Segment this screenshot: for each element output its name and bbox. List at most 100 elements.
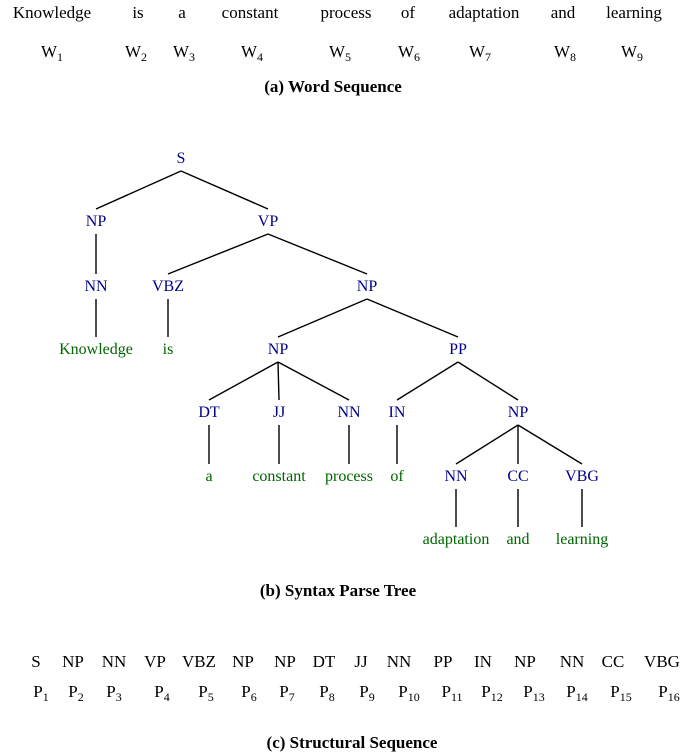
- struct-tag-12: IN: [474, 652, 492, 671]
- tree-leaf-w_adaptation: adaptation: [423, 531, 490, 548]
- position-token-row: P1 P2 P3 P4 P5 P6 P7 P8 P9 P10 P11 P12 P13 P14 P15 P16: [33, 682, 679, 704]
- tree-node-nn2: NN: [337, 404, 361, 421]
- word-row: Knowledge is a constant process of adaptation a…: [13, 3, 663, 22]
- tree-leaf-w_is: is: [163, 341, 174, 358]
- word-token-9: W9: [621, 42, 643, 64]
- tree-node-np1: NP: [86, 213, 107, 230]
- tree-node-s: S: [177, 150, 186, 167]
- tree-leaf-w_knowledge: Knowledge: [59, 341, 133, 358]
- tree-edge-NP3-JJ: [277, 361, 280, 401]
- tree-node-in: IN: [389, 404, 406, 421]
- tree-edge-NP3-NN2: [277, 361, 350, 401]
- position-token-15: P15: [610, 682, 631, 704]
- tree-node-cc: CC: [507, 468, 528, 485]
- struct-tag-16: VBG: [644, 652, 680, 671]
- struct-tag-14: NN: [560, 652, 585, 671]
- position-token-7: P7: [279, 682, 294, 704]
- tree-node-pp: PP: [449, 341, 467, 358]
- tree-edge-PP-NP4: [457, 361, 519, 401]
- tree-leaf-w_and: and: [506, 531, 529, 548]
- struct-tag-7: NP: [274, 652, 296, 671]
- word-token-7: W7: [469, 42, 491, 64]
- position-token-10: P10: [398, 682, 419, 704]
- tree-edge-S-NP1: [95, 170, 182, 210]
- position-token-3: P3: [106, 682, 121, 704]
- word-token-4: W4: [241, 42, 263, 64]
- position-token-5: P5: [198, 682, 213, 704]
- tree-edge-NP4-NN3: [455, 424, 519, 465]
- struct-tag-10: NN: [387, 652, 412, 671]
- tree-edge-NP2-NP3: [277, 298, 368, 338]
- word-8: and: [551, 3, 576, 22]
- tree-node-jj: JJ: [273, 404, 285, 421]
- struct-tag-15: CC: [602, 652, 625, 671]
- word-9: learning: [606, 3, 662, 22]
- position-token-6: P6: [241, 682, 256, 704]
- word-sequence-panel: Knowledge is a constant process of adaptation a…: [13, 3, 663, 96]
- struct-tag-11: PP: [434, 652, 453, 671]
- word-token-1: W1: [41, 42, 63, 64]
- word-1: Knowledge: [13, 3, 91, 22]
- tree-edge-VP-VBZ: [167, 233, 269, 275]
- word-3: a: [178, 3, 186, 22]
- position-token-12: P12: [481, 682, 502, 704]
- tree-leaf-w_process: process: [325, 468, 373, 485]
- struct-tag-6: NP: [232, 652, 254, 671]
- position-token-13: P13: [523, 682, 544, 704]
- tree-edge-S-VP: [180, 170, 269, 210]
- position-token-2: P2: [68, 682, 83, 704]
- parse-tree-caption: (b) Syntax Parse Tree: [260, 581, 417, 600]
- tree-edge-NP4-VBG: [517, 424, 583, 465]
- tree-node-np3: NP: [268, 341, 289, 358]
- tree-node-np4: NP: [508, 404, 529, 421]
- tree-node-nn1: NN: [84, 278, 108, 295]
- struct-tag-3: NN: [102, 652, 127, 671]
- position-token-4: P4: [154, 682, 169, 704]
- word-2: is: [132, 3, 143, 22]
- position-token-1: P1: [33, 682, 48, 704]
- tree-node-vp: VP: [258, 213, 279, 230]
- tree-node-np2: NP: [357, 278, 378, 295]
- position-token-16: P16: [658, 682, 679, 704]
- position-token-11: P11: [441, 682, 462, 704]
- word-token-row: W1 W2 W3 W4 W5 W6 W7 W8 W9: [41, 42, 643, 64]
- struct-tag-2: NP: [62, 652, 84, 671]
- tree-leaf-w_of: of: [390, 468, 404, 485]
- structural-sequence-caption: (c) Structural Sequence: [267, 733, 438, 752]
- tree-leaf-w_learning: learning: [556, 531, 608, 548]
- word-token-6: W6: [398, 42, 420, 64]
- struct-tag-9: JJ: [354, 652, 368, 671]
- tree-node-dt: DT: [198, 404, 220, 421]
- struct-tag-5: VBZ: [182, 652, 216, 671]
- struct-tag-4: VP: [144, 652, 166, 671]
- word-5: process: [321, 3, 372, 22]
- tree-leaf-w_a: a: [205, 468, 212, 485]
- tree-edges: [95, 170, 583, 527]
- tree-edge-VP-NP2: [267, 233, 368, 275]
- tree-edge-PP-IN: [396, 361, 459, 401]
- tree-node-vbz: VBZ: [152, 278, 184, 295]
- word-token-5: W5: [329, 42, 351, 64]
- word-sequence-caption: (a) Word Sequence: [264, 77, 402, 96]
- position-token-8: P8: [319, 682, 334, 704]
- word-4: constant: [222, 3, 279, 22]
- word-7: adaptation: [449, 3, 520, 22]
- tree-edge-NP3-DT: [208, 361, 279, 401]
- position-token-9: P9: [359, 682, 374, 704]
- word-token-8: W8: [554, 42, 576, 64]
- tree-node-vbg: VBG: [565, 468, 599, 485]
- tree-edge-NP2-PP: [366, 298, 459, 338]
- word-token-2: W2: [125, 42, 147, 64]
- word-6: of: [401, 3, 416, 22]
- position-token-14: P14: [566, 682, 587, 704]
- word-token-3: W3: [173, 42, 195, 64]
- struct-tag-1: S: [31, 652, 40, 671]
- struct-tag-13: NP: [514, 652, 536, 671]
- tree-leaf-w_constant: constant: [252, 468, 306, 485]
- tree-node-nn3: NN: [444, 468, 468, 485]
